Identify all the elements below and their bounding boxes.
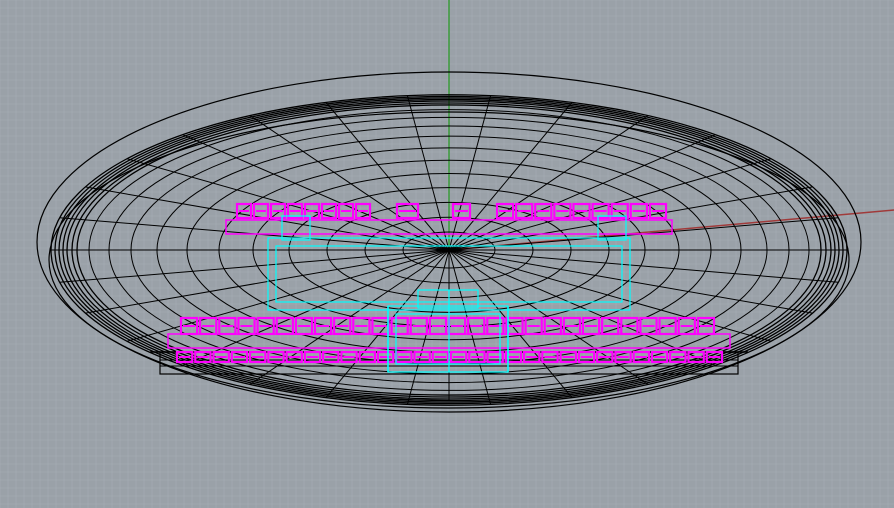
cyan-layer-geometry[interactable] bbox=[267, 215, 631, 373]
magenta-block bbox=[269, 202, 287, 220]
magenta-block bbox=[431, 350, 450, 364]
dish-spoke bbox=[448, 249, 492, 405]
magenta-block bbox=[486, 350, 504, 364]
magenta-block bbox=[267, 350, 285, 364]
magenta-block bbox=[687, 350, 705, 364]
dish-spoke bbox=[448, 134, 716, 251]
magenta-block bbox=[577, 350, 596, 364]
magenta-block bbox=[468, 350, 486, 364]
magenta-block bbox=[248, 350, 267, 364]
magenta-block bbox=[451, 202, 472, 220]
magenta-block bbox=[358, 350, 377, 364]
magenta-block bbox=[303, 202, 321, 220]
dish-spoke bbox=[325, 102, 450, 251]
dish-spoke bbox=[448, 115, 649, 251]
dish-spoke bbox=[448, 95, 492, 251]
cyan-outline bbox=[395, 313, 501, 365]
magenta-block bbox=[495, 202, 515, 220]
magenta-block bbox=[705, 350, 724, 364]
magenta-block bbox=[559, 350, 577, 364]
magenta-block bbox=[610, 202, 629, 220]
magenta-block bbox=[235, 202, 253, 220]
magenta-block bbox=[322, 350, 340, 364]
rim-outer bbox=[36, 71, 862, 413]
magenta-block bbox=[354, 202, 372, 220]
magenta-block bbox=[340, 350, 358, 364]
cyan-outline bbox=[417, 289, 479, 309]
magenta-block bbox=[614, 350, 632, 364]
dish-wireframe[interactable] bbox=[36, 71, 862, 413]
magenta-block bbox=[515, 202, 534, 220]
cyan-outline bbox=[281, 215, 311, 241]
magenta-block bbox=[522, 350, 541, 364]
magenta-block bbox=[650, 350, 669, 364]
magenta-block bbox=[413, 350, 431, 364]
dish-spoke bbox=[406, 249, 450, 405]
dish-spoke bbox=[448, 249, 839, 283]
dish-spoke bbox=[448, 249, 573, 398]
magenta-block bbox=[286, 202, 304, 220]
magenta-block bbox=[632, 350, 651, 364]
dish-spoke bbox=[59, 249, 450, 283]
rim-lower bbox=[48, 111, 850, 409]
magenta-block bbox=[629, 202, 648, 220]
magenta-layer-geometry[interactable] bbox=[167, 202, 731, 364]
magenta-block bbox=[504, 350, 523, 364]
magenta-frame bbox=[225, 219, 673, 235]
magenta-block bbox=[648, 202, 668, 220]
magenta-block bbox=[212, 350, 230, 364]
magenta-block bbox=[230, 350, 249, 364]
dish-spoke bbox=[448, 249, 716, 366]
magenta-block bbox=[596, 350, 614, 364]
magenta-block bbox=[337, 202, 355, 220]
dish-spoke bbox=[448, 249, 813, 314]
magenta-block bbox=[320, 202, 338, 220]
dish-spoke bbox=[85, 249, 450, 314]
magenta-block bbox=[669, 350, 687, 364]
dish-spoke bbox=[182, 134, 450, 251]
dish-spoke bbox=[182, 249, 450, 366]
dish-spoke bbox=[448, 158, 772, 251]
magenta-block bbox=[194, 350, 212, 364]
magenta-block bbox=[541, 350, 559, 364]
magenta-block bbox=[252, 202, 270, 220]
cyan-outline bbox=[597, 215, 627, 241]
magenta-block bbox=[303, 350, 322, 364]
magenta-block bbox=[449, 350, 468, 364]
dish-spoke bbox=[249, 115, 450, 251]
dish-spoke bbox=[448, 102, 573, 251]
magenta-block bbox=[395, 202, 420, 220]
magenta-block bbox=[591, 202, 610, 220]
magenta-block bbox=[376, 350, 395, 364]
magenta-block bbox=[175, 350, 194, 364]
magenta-block bbox=[572, 202, 591, 220]
dish-spoke bbox=[406, 95, 450, 251]
magenta-block bbox=[285, 350, 303, 364]
magenta-block bbox=[534, 202, 553, 220]
dish-spoke bbox=[448, 249, 772, 342]
magenta-block bbox=[553, 202, 572, 220]
